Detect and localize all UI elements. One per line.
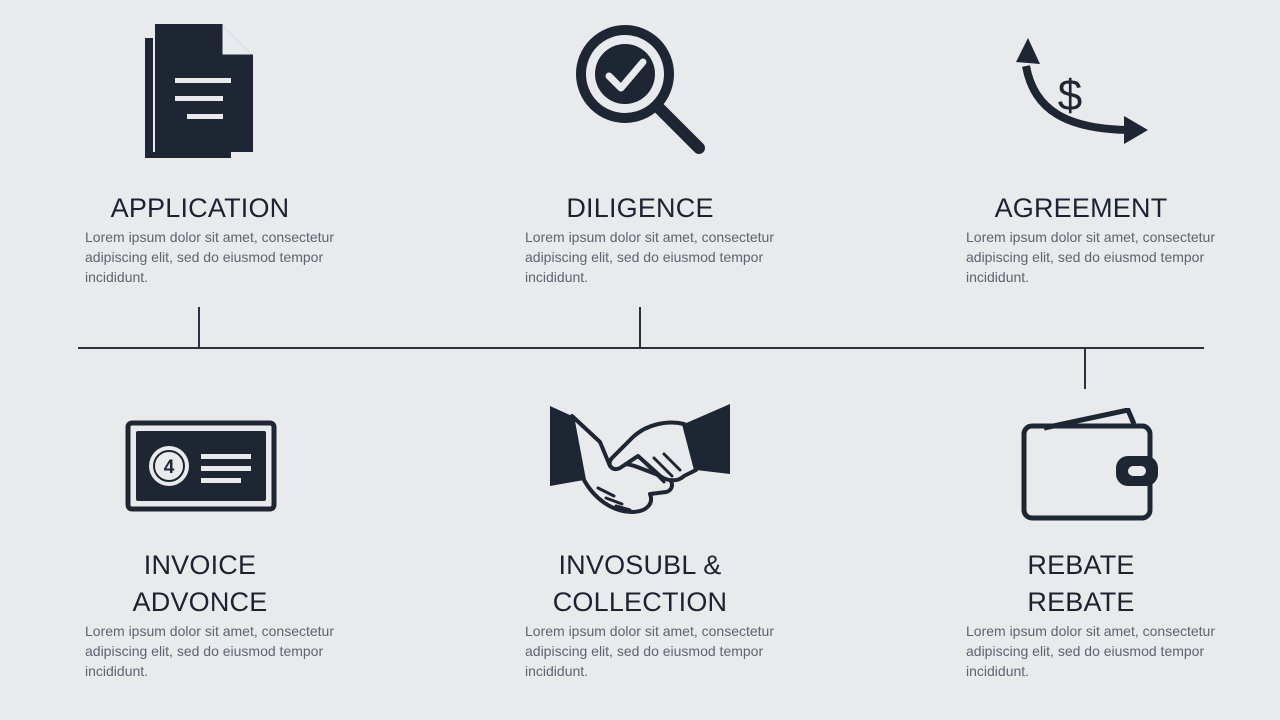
step-rebate: REBATE REBATE Lorem ipsum dolor sit amet… bbox=[916, 380, 1246, 710]
wallet-icon bbox=[1020, 408, 1162, 524]
step-application: APPLICATION Lorem ipsum dolor sit amet, … bbox=[35, 0, 365, 340]
step-title-line: COLLECTION bbox=[552, 587, 728, 617]
timeline-axis bbox=[78, 347, 1204, 349]
step-title-line: ADVONCE bbox=[132, 587, 268, 617]
dollar-arrows-icon: $ bbox=[1006, 30, 1156, 160]
step-invosubl-collection: INVOSUBL & COLLECTION Lorem ipsum dolor … bbox=[475, 380, 805, 710]
step-title: REBATE REBATE bbox=[916, 547, 1246, 621]
step-title-line: DILIGENCE bbox=[566, 193, 714, 223]
step-title: DILIGENCE bbox=[475, 190, 805, 227]
step-title-line: INVOICE bbox=[143, 550, 257, 580]
magnifier-check-icon bbox=[573, 22, 713, 162]
step-description: Lorem ipsum dolor sit amet, consectetur … bbox=[966, 623, 1215, 679]
step-title: INVOICE ADVONCE bbox=[35, 547, 365, 621]
step-description: Lorem ipsum dolor sit amet, consectetur … bbox=[525, 623, 774, 679]
step-invoice-advonce: 4 INVOICE ADVONCE Lorem ipsum dolor sit … bbox=[35, 380, 365, 710]
invoice-card-icon: 4 bbox=[125, 420, 277, 512]
step-title-line: INVOSUBL & bbox=[558, 550, 722, 580]
step-title: APPLICATION bbox=[35, 190, 365, 227]
invoice-card-badge: 4 bbox=[164, 457, 175, 478]
step-title-line: REBATE bbox=[1027, 587, 1135, 617]
timeline-tick-rebate bbox=[1084, 349, 1086, 389]
step-title-line: REBATE bbox=[1027, 550, 1135, 580]
timeline-tick-application bbox=[198, 307, 200, 347]
step-title: INVOSUBL & COLLECTION bbox=[475, 547, 805, 621]
step-title-line: APPLICATION bbox=[110, 193, 290, 223]
document-icon bbox=[143, 22, 258, 162]
step-agreement: $ AGREEMENT Lorem ipsum dolor sit amet, … bbox=[916, 0, 1246, 340]
step-diligence: DILIGENCE Lorem ipsum dolor sit amet, co… bbox=[475, 0, 805, 340]
step-description: Lorem ipsum dolor sit amet, consectetur … bbox=[525, 229, 774, 285]
step-title-line: AGREEMENT bbox=[994, 193, 1168, 223]
timeline-tick-diligence bbox=[639, 307, 641, 347]
step-description: Lorem ipsum dolor sit amet, consectetur … bbox=[85, 229, 334, 285]
step-description: Lorem ipsum dolor sit amet, consectetur … bbox=[85, 623, 334, 679]
step-description: Lorem ipsum dolor sit amet, consectetur … bbox=[966, 229, 1215, 285]
handshake-icon bbox=[550, 402, 734, 518]
svg-text:$: $ bbox=[1058, 71, 1082, 120]
step-title: AGREEMENT bbox=[916, 190, 1246, 227]
